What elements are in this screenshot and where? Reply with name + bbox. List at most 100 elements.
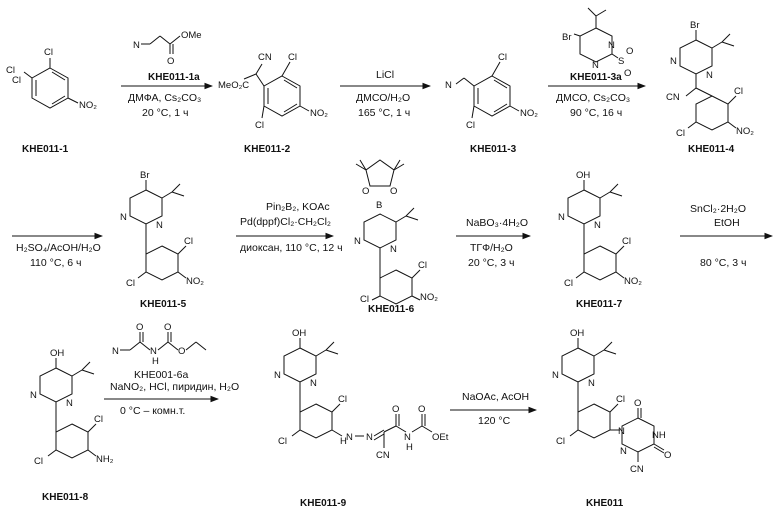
atom-n: N xyxy=(588,378,595,389)
atom-cl: Cl xyxy=(288,52,297,63)
atom-no2: NO₂ xyxy=(624,276,642,287)
compound-label-khe011-6: KHE011-6 xyxy=(368,304,415,315)
structure-khe011-6: O O B N N Cl Cl NO₂ xyxy=(354,160,438,305)
atom-o: O xyxy=(664,450,671,461)
structure-khe011-4: Br N N CN Cl Cl NO₂ xyxy=(666,20,754,139)
compound-label-khe011-8: KHE011-8 xyxy=(42,492,89,503)
atom-n: N xyxy=(552,370,559,381)
structure-khe001-6a: N O N H O O xyxy=(112,322,206,367)
reagent-label-khe001-6a: KHE001-6a xyxy=(134,369,188,381)
atom-br: Br xyxy=(140,170,150,181)
atom-h: H xyxy=(406,442,413,453)
atom-cl: Cl xyxy=(556,436,565,447)
condition-text: NaBO₃·4H₂O xyxy=(466,217,528,229)
structure-khe011-3a: Br N N S O O xyxy=(562,8,633,79)
compound-label-khe011-7: KHE011-7 xyxy=(576,299,623,310)
compound-label-khe011-3: KHE011-3 xyxy=(470,144,517,155)
atom-br: Br xyxy=(562,32,572,43)
atom-oh: OH xyxy=(570,328,584,339)
atom-o: O xyxy=(624,68,631,79)
atom-cl: Cl xyxy=(34,456,43,467)
structure-khe011-8: OH N N Cl Cl NH₂ xyxy=(30,348,114,467)
atom-n: N xyxy=(156,220,163,231)
atom-cl: Cl xyxy=(94,414,103,425)
atom-n: N xyxy=(310,378,317,389)
atom-oet: OEt xyxy=(432,432,449,443)
atom-no2: NO₂ xyxy=(310,108,328,119)
atom-cl: Cl xyxy=(616,394,625,405)
atom-cn: CN xyxy=(258,52,272,63)
atom-o: O xyxy=(392,404,399,415)
condition-text: диоксан, 110 °C, 12 ч xyxy=(240,242,343,254)
condition-text: 90 °C, 16 ч xyxy=(570,107,622,119)
condition-text: H₂SO₄/AcOH/H₂O xyxy=(16,242,101,254)
atom-cn: CN xyxy=(666,92,680,103)
condition-text: NaOAc, AcOH xyxy=(462,391,529,403)
atom-n: N xyxy=(30,390,37,401)
atom-no2: NO₂ xyxy=(79,100,97,111)
atom-o: O xyxy=(136,322,143,333)
condition-text: NaNO₂, HCl, пиридин, H₂O xyxy=(110,381,239,393)
compound-label-khe011-5: KHE011-5 xyxy=(140,299,187,310)
atom-cl: Cl xyxy=(676,128,685,139)
atom-nh: NH xyxy=(652,430,666,441)
condition-text: EtOH xyxy=(714,217,740,229)
atom-n: N xyxy=(346,432,353,443)
atom-cl: Cl xyxy=(278,436,287,447)
atom-cn: CN xyxy=(630,464,644,475)
compound-label-khe011: KHE011 xyxy=(586,498,624,509)
atom-n: N xyxy=(120,212,127,223)
structure-khe011-1a: N O OMe xyxy=(133,30,202,67)
atom-o: O xyxy=(362,186,369,197)
atom-s: S xyxy=(618,56,624,67)
structure-khe011-9: OH N N Cl Cl H N N CN O N H O OEt xyxy=(274,328,449,461)
atom-cl: Cl xyxy=(498,52,507,63)
atom-no2: NO₂ xyxy=(420,292,438,303)
atom-oh: OH xyxy=(50,348,64,359)
atom-n: N xyxy=(445,80,452,91)
condition-text: ДМФА, Cs₂CO₃ xyxy=(128,92,201,104)
atom-n: N xyxy=(558,212,565,223)
atom-o: O xyxy=(178,346,185,357)
atom-no2: NO₂ xyxy=(520,108,538,119)
condition-text: 120 °C xyxy=(478,415,511,427)
atom-cl: Cl xyxy=(44,47,53,58)
atom-n: N xyxy=(592,60,599,71)
atom-n: N xyxy=(608,40,615,51)
atom-n: N xyxy=(274,370,281,381)
atom-nh2: NH₂ xyxy=(96,454,114,465)
condition-text: SnCl₂·2H₂O xyxy=(690,203,746,215)
atom-cl: Cl xyxy=(184,236,193,247)
atom-cl: Cl xyxy=(734,86,743,97)
atom-cl: Cl xyxy=(564,278,573,289)
condition-text: 80 °C, 3 ч xyxy=(700,257,746,269)
compound-label-khe011-9: KHE011-9 xyxy=(300,498,347,509)
atom-cn: CN xyxy=(376,450,390,461)
atom-no2: NO₂ xyxy=(736,126,754,137)
atom-o: O xyxy=(167,56,174,67)
reagent-label-khe011-3a: KHE011-3a xyxy=(570,72,622,83)
atom-ome: OMe xyxy=(181,30,202,41)
condition-text: 165 °C, 1 ч xyxy=(358,107,410,119)
condition-text: 20 °C, 3 ч xyxy=(468,257,514,269)
atom-n: N xyxy=(618,426,625,437)
atom-cl: Cl xyxy=(255,120,264,131)
structure-khe011-1: Cl Cl Cl NO₂ xyxy=(6,47,97,111)
condition-text: 20 °C, 1 ч xyxy=(142,107,188,119)
structure-khe011: OH N N Cl Cl N N NH O O CN xyxy=(552,328,671,475)
compound-label-khe011-4: KHE011-4 xyxy=(688,144,735,155)
condition-text: 0 °C – комн.т. xyxy=(120,405,185,417)
condition-text: 110 °C, 6 ч xyxy=(30,257,82,269)
atom-o: O xyxy=(164,322,171,333)
condition-text: Pd(dppf)Cl₂·CH₂Cl₂ xyxy=(240,216,331,228)
atom-b: B xyxy=(376,200,382,211)
condition-text: LiCl xyxy=(376,69,394,81)
atom-n: N xyxy=(390,244,397,255)
atom-br: Br xyxy=(690,20,700,31)
condition-text: ТГФ/H₂O xyxy=(470,242,513,254)
atom-n: N xyxy=(620,446,627,457)
atom-o: O xyxy=(634,398,641,409)
atom-n: N xyxy=(133,40,140,51)
atom-cl: Cl xyxy=(126,278,135,289)
